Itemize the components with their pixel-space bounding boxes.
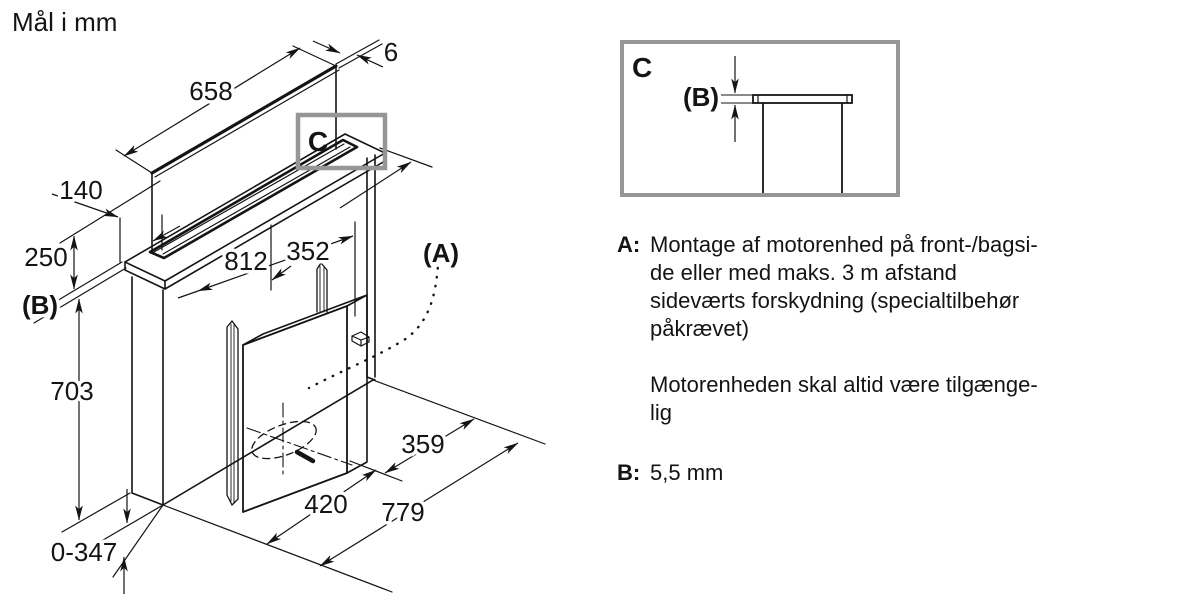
dim-ref-b: (B) <box>22 290 58 320</box>
detail-label-b: (B) <box>683 82 719 112</box>
note-a-line: Montage af motorenhed på front-/bagsi- <box>650 232 1038 257</box>
note-b: B: 5,5 mm <box>617 459 1117 487</box>
rail-right-inner <box>319 265 325 313</box>
dim-line-812 <box>197 235 354 292</box>
slot-pointer-arrow <box>152 225 181 242</box>
note-a: A: Montage af motorenhed på front-/bagsi… <box>617 231 1117 343</box>
note-a-text: Montage af motorenhed på front-/bagsi- d… <box>650 231 1038 343</box>
note-b-value: 5,5 mm <box>650 460 724 485</box>
dim-703: 703 <box>50 376 93 406</box>
panel-back-top-edge <box>154 69 340 178</box>
rail-left <box>226 320 239 506</box>
page-title: Mål i mm <box>12 7 117 37</box>
dim-arrow-352-left <box>271 265 292 281</box>
slab-bottom-edge <box>162 379 374 506</box>
rail-right <box>316 262 328 313</box>
dim-779: 779 <box>381 497 424 527</box>
trim-slot-outer <box>148 138 359 260</box>
trim-left-end <box>124 261 166 290</box>
motor-connector <box>351 331 370 347</box>
dim-ref-a: (A) <box>423 238 459 268</box>
note-a-line: påkrævet) <box>650 316 750 341</box>
dim-line-779 <box>319 442 519 567</box>
trim-cap-section <box>752 94 853 104</box>
motor-box-top <box>242 294 368 346</box>
dim-arrow-6-left <box>312 40 341 54</box>
dim-line-812-stub <box>177 290 199 299</box>
dim-6: 6 <box>384 37 398 67</box>
dim-812: 812 <box>224 246 267 276</box>
detail-callout-box <box>295 112 388 171</box>
motor-position-dotted-leader <box>307 248 441 390</box>
trim-cap-ticks <box>757 95 848 103</box>
rail-left-inner <box>230 323 235 504</box>
dim-arrow-6-right <box>356 54 384 68</box>
duct-outlet-dashed-circle <box>251 420 317 460</box>
detail-view-c: C (B) <box>620 40 900 197</box>
detail-extension-lines <box>716 94 755 104</box>
note-a-extra-line: Motorenheden skal altid være tilgænge- <box>650 372 1038 397</box>
reference-lines <box>29 39 546 593</box>
dim-420: 420 <box>304 489 347 519</box>
dim-359: 359 <box>401 429 444 459</box>
dimension-lines <box>51 40 519 594</box>
dim-line-140 <box>51 193 119 218</box>
note-a-extra: Motorenheden skal altid være tilgænge- l… <box>650 371 1117 427</box>
slab-right-edge <box>366 154 376 381</box>
dim-250: 250 <box>24 242 67 272</box>
dim-line-658 <box>123 47 301 157</box>
dim-658: 658 <box>189 76 232 106</box>
note-a-label: A: <box>617 232 641 257</box>
note-b-label: B: <box>617 460 641 485</box>
note-a-line: sideværts forskydning (specialtilbehør <box>650 288 1020 313</box>
motor-box-side <box>346 294 368 474</box>
hood-structure <box>124 64 386 513</box>
dimension-labels: Mål i mm 658 6 140 250 (B) 703 0-347 812… <box>12 7 463 571</box>
trim-slot-inner <box>153 143 351 255</box>
note-a-line: de eller med maks. 3 m afstand <box>650 260 957 285</box>
detail-frame <box>620 40 900 197</box>
dim-352: 352 <box>286 236 329 266</box>
detail-label-c: C <box>632 52 652 83</box>
notes-panel: A: Montage af motorenhed på front-/bagsi… <box>617 231 1117 487</box>
trim-front-strip <box>164 152 386 290</box>
dim-0-347: 0-347 <box>51 537 118 567</box>
callout-label-c: C <box>308 126 328 157</box>
dim-line-352 <box>339 161 412 209</box>
outlet-stub <box>294 449 316 464</box>
note-a-extra-line: lig <box>650 400 673 425</box>
worktop-section <box>762 103 843 193</box>
duct-column <box>131 276 164 506</box>
dim-140: 140 <box>59 175 102 205</box>
